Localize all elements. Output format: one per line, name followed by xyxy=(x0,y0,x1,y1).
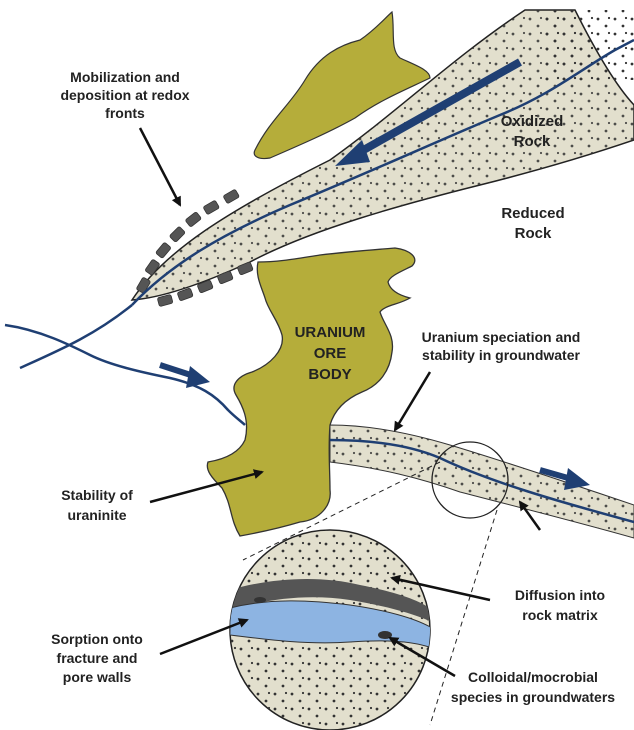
label-colloidal-line2: species in groundwaters xyxy=(451,689,615,705)
label-mobilization-line3: fronts xyxy=(105,105,145,121)
flow-arrow-right-head xyxy=(564,468,590,490)
colloid-particle-2 xyxy=(254,597,266,603)
label-diffusion-line2: rock matrix xyxy=(522,607,598,623)
arrow-speciation xyxy=(395,372,430,430)
label-reduced-line2: Rock xyxy=(515,225,552,242)
label-stability-line2: uraninite xyxy=(67,507,126,523)
label-sorption-line3: pore walls xyxy=(63,669,132,685)
arrow-mobilization xyxy=(140,128,180,205)
groundwater-flow-left xyxy=(5,325,245,425)
label-ore-line2: ORE xyxy=(314,345,347,362)
label-reduced-line1: Reduced xyxy=(501,205,564,222)
colloid-particle-1 xyxy=(378,631,392,639)
label-oxidized-line1: Oxidized xyxy=(501,113,564,130)
label-sorption-line1: Sorption onto xyxy=(51,631,143,647)
label-mobilization-line1: Mobilization and xyxy=(70,69,180,85)
label-sorption-line2: fracture and xyxy=(57,650,138,666)
label-mobilization-line2: deposition at redox xyxy=(60,87,189,103)
label-speciation-line1: Uranium speciation and xyxy=(422,329,581,345)
uranium-ore-body xyxy=(207,248,415,536)
label-colloidal-line1: Colloidal/mocrobial xyxy=(468,669,598,685)
groundwater-branch-left xyxy=(20,305,132,368)
label-speciation-line2: stability in groundwater xyxy=(422,347,580,363)
label-stability-line1: Stability of xyxy=(61,487,133,503)
reduced-rock-speckles xyxy=(545,10,634,80)
label-oxidized-line2: Rock xyxy=(514,133,551,150)
label-ore-line3: BODY xyxy=(308,366,351,383)
label-diffusion-line1: Diffusion into xyxy=(515,587,605,603)
magnified-fracture-inset xyxy=(230,530,432,730)
label-ore-line1: URANIUM xyxy=(295,324,366,341)
flow-arrow-left-head xyxy=(186,366,210,388)
